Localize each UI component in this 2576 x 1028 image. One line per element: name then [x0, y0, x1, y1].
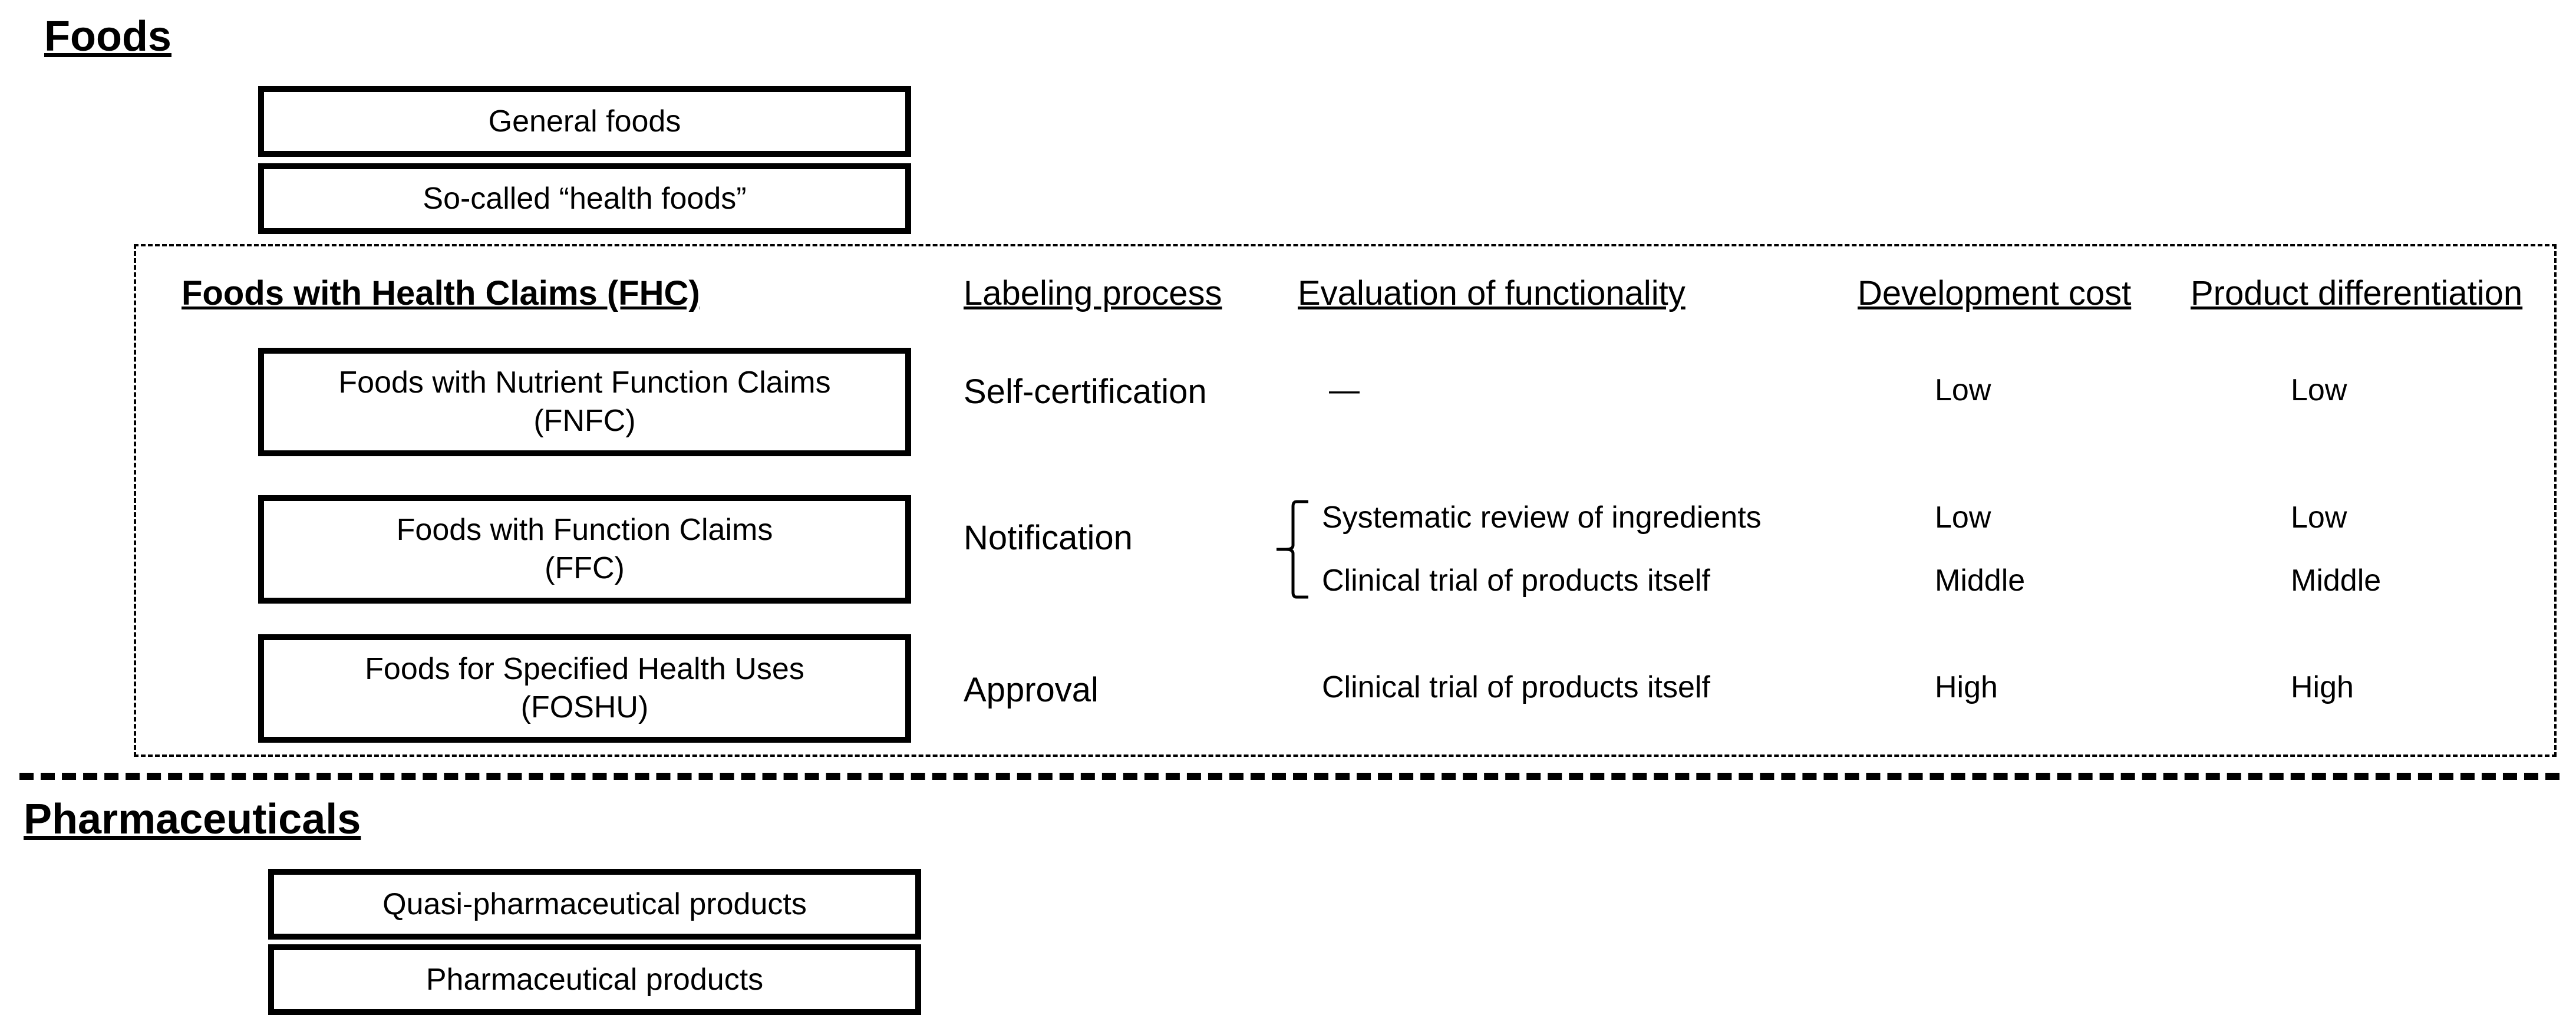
development-cost-ffc-systematic-review: Low	[1935, 500, 1991, 535]
evaluation-fnfc: ―	[1329, 373, 1360, 407]
pharmaceuticals-section-title: Pharmaceuticals	[24, 796, 361, 843]
category-box-health-foods: So-called “health foods”	[258, 163, 911, 234]
development-cost-ffc-clinical-trial: Middle	[1935, 564, 2026, 598]
fhc-name-line1: Foods with Nutrient Function Claims	[338, 365, 831, 400]
category-label: Quasi-pharmaceutical products	[382, 887, 807, 921]
fhc-region	[134, 244, 2557, 757]
fhc-name-line2: (FNFC)	[533, 404, 636, 438]
evaluation-ffc-clinical-trial: Clinical trial of products itself	[1322, 564, 1710, 598]
foods-section-title: Foods	[44, 13, 171, 60]
fhc-name-line2: (FFC)	[545, 551, 625, 585]
product-differentiation-foshu: High	[2291, 670, 2354, 704]
curly-brace-icon	[1277, 500, 1308, 599]
product-differentiation-ffc-clinical-trial: Middle	[2291, 564, 2382, 598]
evaluation-foshu: Clinical trial of products itself	[1322, 670, 1710, 704]
evaluation-ffc-systematic-review: Systematic review of ingredients	[1322, 500, 1762, 535]
labeling-process-ffc: Notification	[964, 519, 1133, 557]
product-differentiation-ffc-systematic-review: Low	[2291, 500, 2347, 535]
labeling-process-foshu: Approval	[964, 671, 1099, 709]
header-product-differentiation: Product differentiation	[2191, 274, 2523, 312]
fhc-box-fnfc: Foods with Nutrient Function Claims (FNF…	[258, 348, 911, 456]
category-label: So-called “health foods”	[423, 181, 747, 216]
section-divider	[19, 773, 2559, 780]
product-differentiation-fnfc: Low	[2291, 373, 2347, 407]
category-box-pharmaceutical: Pharmaceutical products	[268, 944, 921, 1015]
category-label: General foods	[488, 104, 681, 139]
fhc-name-line1: Foods for Specified Health Uses	[365, 652, 804, 686]
category-box-quasi-pharmaceutical: Quasi-pharmaceutical products	[268, 869, 921, 940]
header-evaluation-of-functionality: Evaluation of functionality	[1298, 274, 1686, 312]
category-label: Pharmaceutical products	[426, 962, 764, 997]
fhc-box-foshu: Foods for Specified Health Uses (FOSHU)	[258, 634, 911, 743]
header-labeling-process: Labeling process	[964, 274, 1222, 312]
fhc-box-ffc: Foods with Function Claims (FFC)	[258, 495, 911, 604]
development-cost-fnfc: Low	[1935, 373, 1991, 407]
fhc-name-line2: (FOSHU)	[520, 690, 649, 724]
development-cost-foshu: High	[1935, 670, 1998, 704]
fhc-name-line1: Foods with Function Claims	[396, 513, 773, 547]
fhc-title: Foods with Health Claims (FHC)	[182, 274, 700, 312]
header-development-cost: Development cost	[1858, 274, 2132, 312]
category-box-general-foods: General foods	[258, 86, 911, 157]
labeling-process-fnfc: Self-certification	[964, 373, 1207, 411]
